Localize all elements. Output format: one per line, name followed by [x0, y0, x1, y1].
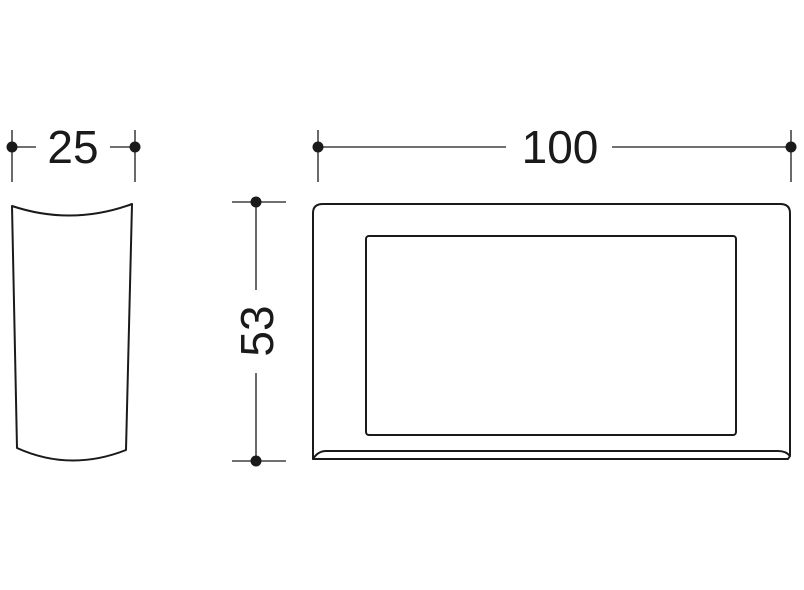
- side-view: [11, 203, 133, 462]
- dimension-dot-left: [6, 141, 18, 153]
- dimension-label-25: 25: [47, 121, 98, 173]
- dimension-dot-top: [250, 196, 262, 208]
- front-view-outer-outline: [312, 203, 791, 460]
- dimension-dot-left: [312, 141, 324, 153]
- dimension-height: 53: [231, 196, 286, 467]
- dimension-dot-right: [785, 141, 797, 153]
- dimension-side-width: 25: [6, 121, 141, 182]
- front-view: [312, 203, 791, 460]
- dimension-dot-bottom: [250, 455, 262, 467]
- dimension-label-100: 100: [522, 121, 599, 173]
- dimension-front-width: 100: [312, 121, 797, 182]
- dimension-dot-right: [129, 141, 141, 153]
- side-view-outline: [11, 203, 133, 462]
- dimension-label-53: 53: [231, 305, 283, 356]
- front-view-inner-window: [365, 235, 737, 436]
- front-view-base-lip: [312, 450, 791, 460]
